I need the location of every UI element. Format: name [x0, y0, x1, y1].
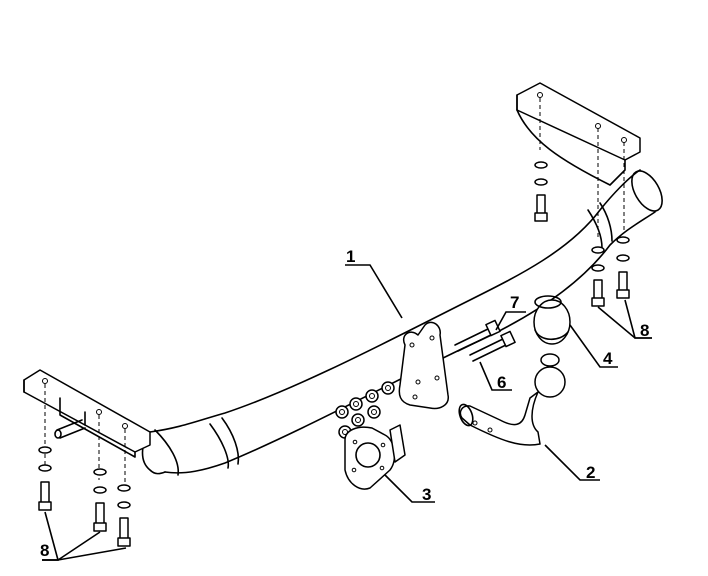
callout-3: 3 — [422, 485, 431, 504]
bolt-6 — [469, 330, 516, 362]
right-mounting-bracket — [516, 82, 641, 186]
callout-7: 7 — [510, 293, 519, 312]
callout-2: 2 — [586, 463, 595, 482]
bolt-7 — [454, 319, 501, 352]
callout-4: 4 — [603, 349, 613, 368]
callout-8-right: 8 — [640, 321, 649, 340]
callout-1: 1 — [346, 247, 355, 266]
callout-6: 6 — [497, 373, 506, 392]
ball-cover-4 — [533, 295, 571, 345]
socket-plate-3 — [344, 424, 406, 490]
tow-ball-2 — [458, 353, 566, 446]
crossbar-tube — [141, 169, 663, 476]
center-flange — [398, 321, 449, 410]
left-bolt-set — [38, 384, 131, 547]
leader-lines — [42, 264, 652, 561]
left-mounting-bracket — [23, 369, 151, 458]
nuts-washers — [335, 381, 395, 439]
callout-8-left: 8 — [40, 541, 49, 560]
right-bolt-set — [534, 98, 630, 307]
